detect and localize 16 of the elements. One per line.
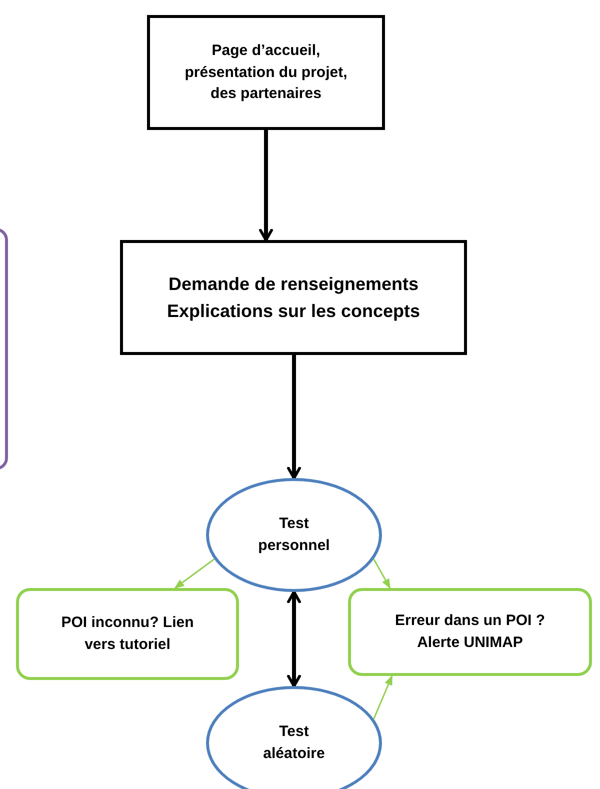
- node-text: Demande de renseignements: [168, 273, 419, 296]
- node-text: Test personnel: [258, 514, 330, 556]
- node-text: Explications sur les concepts: [166, 300, 420, 323]
- node-text: Test aléatoire: [262, 722, 326, 764]
- process-box: [147, 15, 385, 130]
- arrow: [287, 590, 301, 688]
- outcome-box: [16, 588, 239, 680]
- node-text: Erreur dans un POI ? Alerte UNIMAP: [394, 611, 546, 653]
- arrow: [174, 558, 215, 589]
- node-text: POI inconnu? Lien vers tutoriel: [60, 613, 195, 655]
- process-box: [120, 240, 467, 355]
- node-text: Page d’accueil, présentation du projet, des partenaires: [184, 40, 348, 104]
- arrow: [287, 355, 301, 480]
- outcome-box: [348, 588, 592, 676]
- arrow: [373, 558, 391, 589]
- arrow: [259, 130, 273, 242]
